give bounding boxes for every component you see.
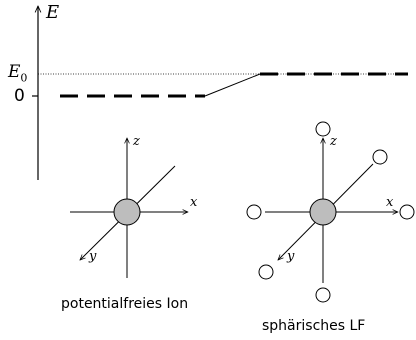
spherical-lf-axes: [246, 121, 415, 303]
free-ion-z-label: z: [133, 134, 140, 149]
lf-z-label: z: [330, 134, 337, 149]
e0-subscript: 0: [20, 71, 28, 85]
ligand-front: [258, 264, 274, 280]
level-connector-line: [204, 73, 261, 97]
ligand-top: [315, 121, 331, 137]
free-ion-x-label: x: [190, 195, 198, 210]
free-ion-caption: potentialfreies Ion: [61, 296, 189, 312]
lf-x-label: x: [386, 195, 394, 210]
zero-label: 0: [14, 86, 25, 106]
ligand-bottom: [315, 287, 331, 303]
free-ion-atom: [113, 198, 141, 226]
free-ion-axes: [70, 138, 188, 278]
energy-axis-label: E: [46, 2, 60, 23]
ligand-right: [399, 204, 415, 220]
e0-main: E: [8, 62, 21, 82]
ligand-back: [372, 149, 388, 165]
e0-label: E0: [8, 62, 27, 84]
ligand-left: [246, 204, 262, 220]
spherical-lf-caption: sphärisches LF: [262, 318, 366, 334]
lf-y-label: y: [287, 249, 295, 264]
free-ion-y-label: y: [89, 249, 97, 264]
lf-ion-atom: [309, 198, 337, 226]
